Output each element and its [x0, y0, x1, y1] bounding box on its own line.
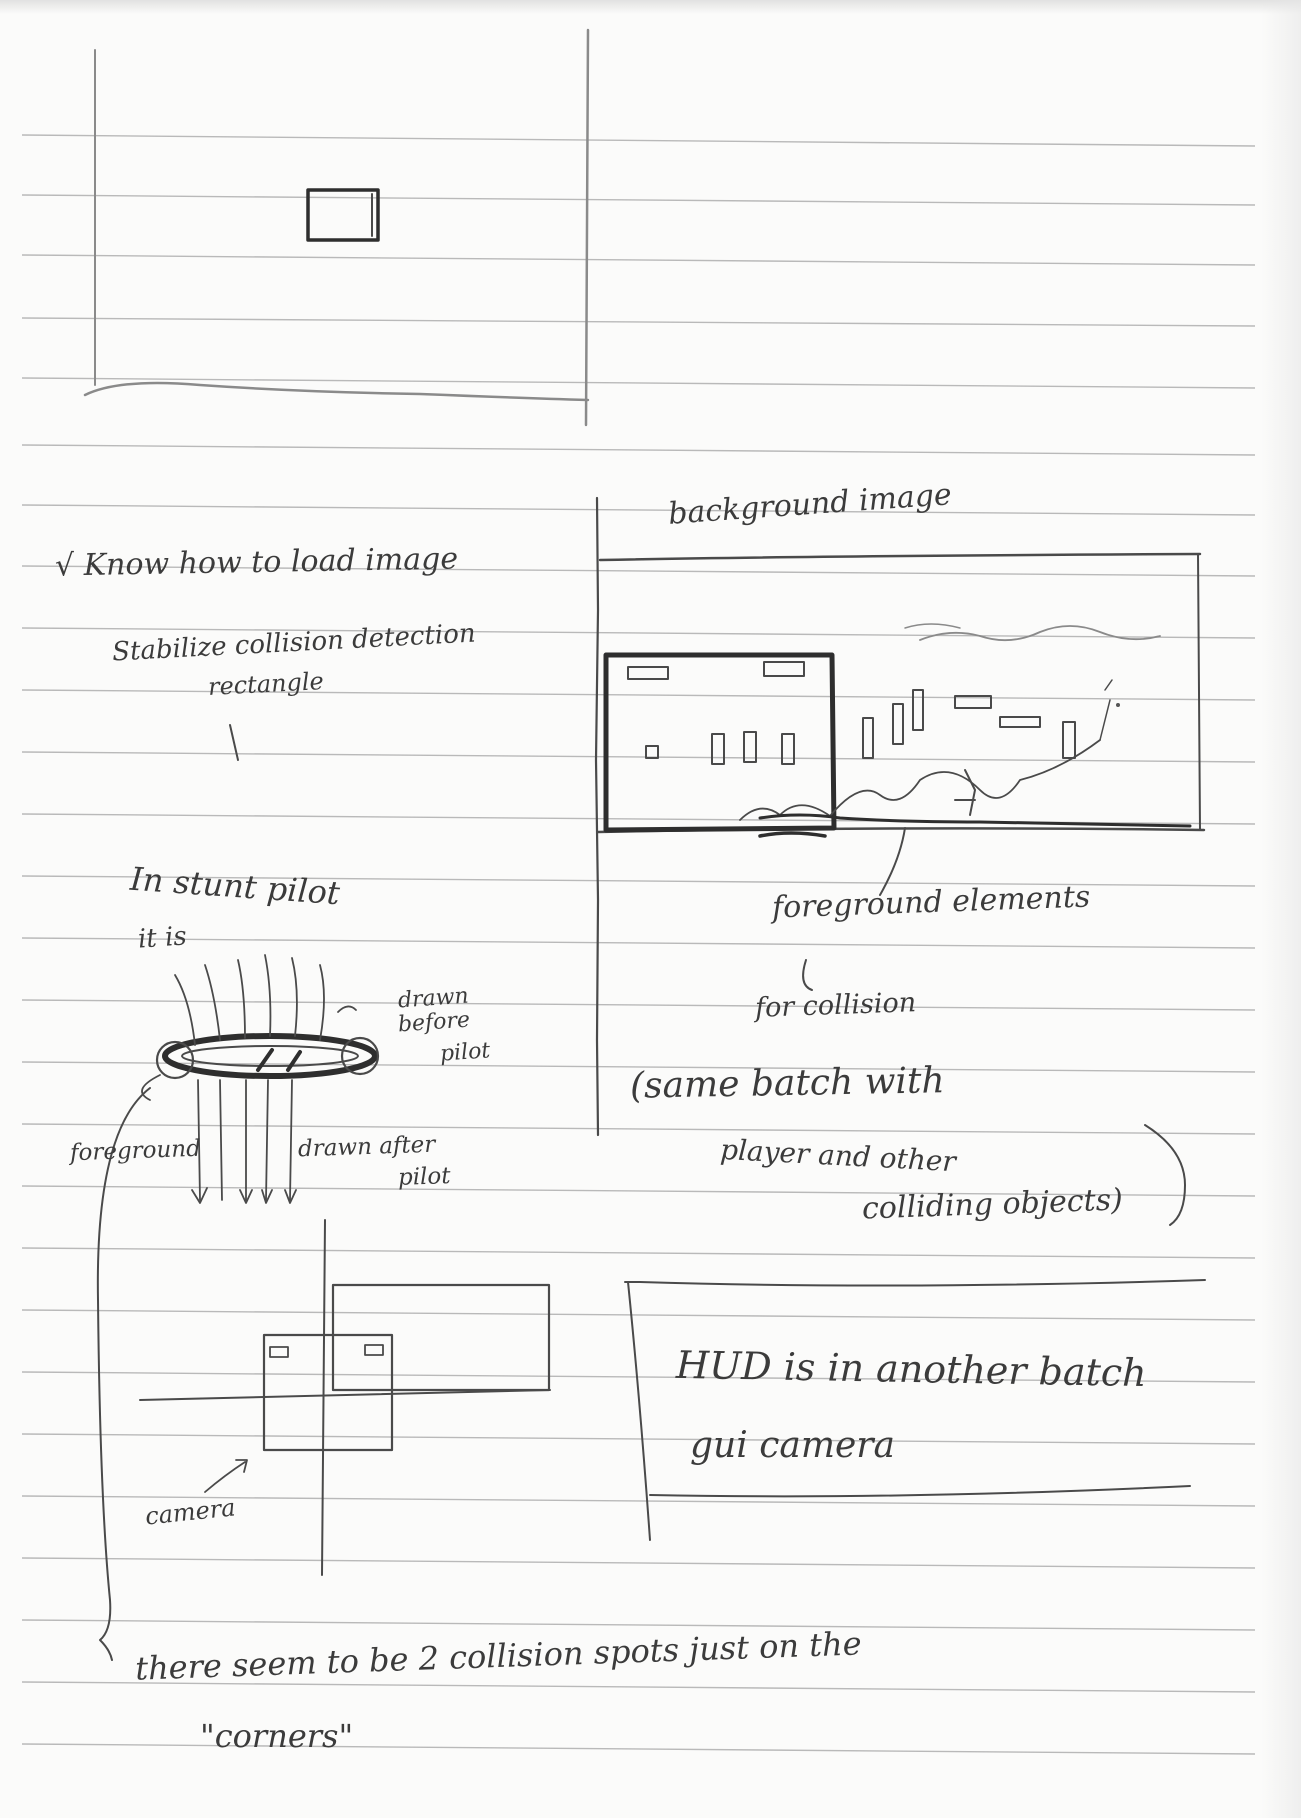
background-image-sketch: [596, 552, 1206, 838]
scan-shadow-right: [1261, 0, 1301, 1818]
note-same-batch-line3: colliding objects): [861, 1182, 1124, 1227]
note-drawn-after-1: drawn after: [297, 1131, 436, 1163]
note-hud-line2: gui camera: [690, 1425, 895, 1466]
bracket-line: [96, 1087, 151, 1661]
note-it-is: it is: [137, 921, 188, 955]
camera-sketch: [139, 1219, 551, 1576]
middle-divider-sketch: [594, 496, 600, 1137]
note-load-image: √ Know how to load image: [54, 541, 459, 584]
hud-box: [624, 1124, 1206, 1541]
note-drawn-after-2: pilot: [397, 1163, 451, 1191]
note-stabilize-line2: rectangle: [207, 666, 325, 702]
ruled-lines: [21, 134, 1256, 1755]
scan-shadow-top: [0, 0, 1301, 14]
note-same-batch-line1: (same batch with: [629, 1060, 945, 1107]
pilot-ring-sketch: [141, 954, 380, 1204]
foreground-arrow: [229, 724, 906, 991]
note-hud-line1: HUD is in another batch: [675, 1342, 1147, 1396]
note-drawn-before-2: before: [397, 1007, 471, 1038]
note-collision-spots-line2: "corners": [200, 1717, 354, 1755]
note-for-collision: for collision: [754, 987, 917, 1024]
top-frame-sketch: [83, 28, 590, 427]
note-foreground: foreground: [69, 1135, 202, 1167]
note-drawn-before-3: pilot: [439, 1038, 492, 1067]
